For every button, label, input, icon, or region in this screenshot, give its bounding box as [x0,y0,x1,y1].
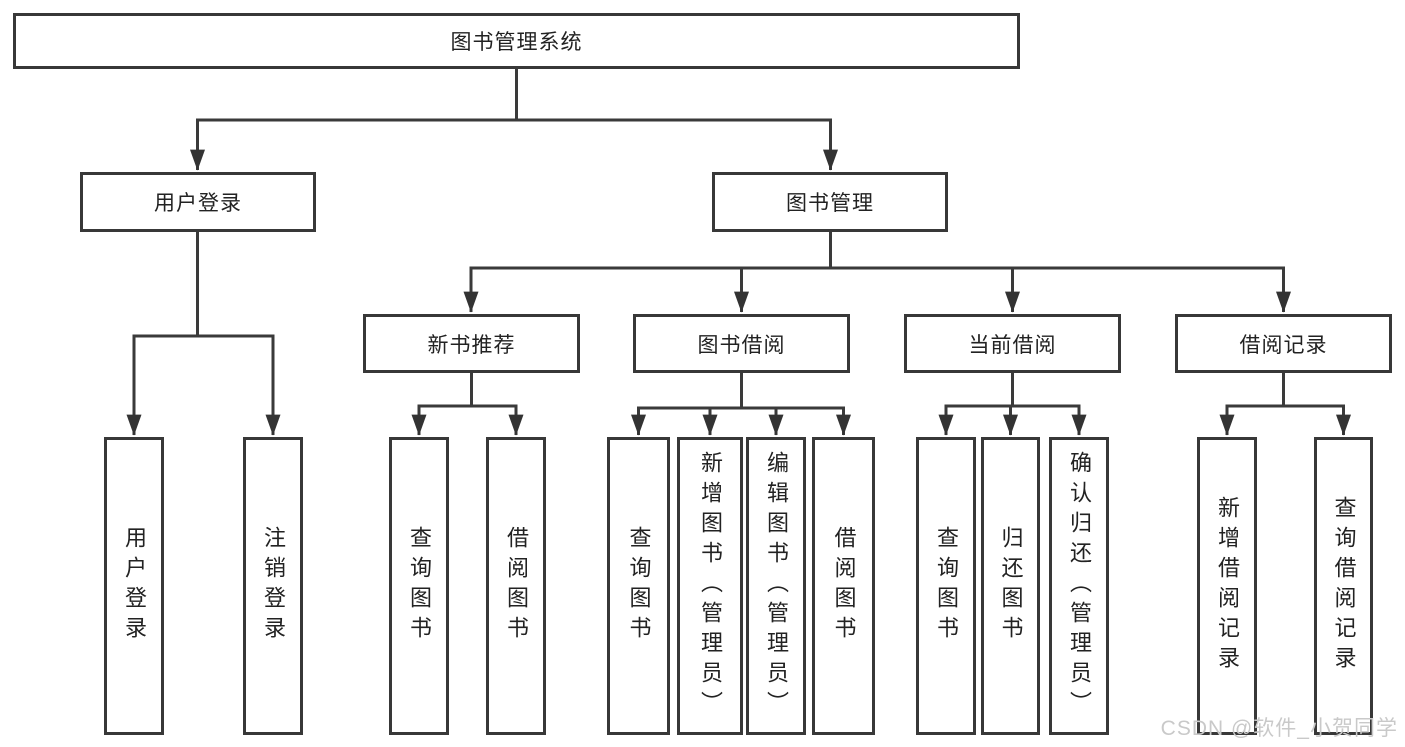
node-leaf-cb-return-book: 归还图书 [981,437,1040,735]
node-leaf-br-add-record-label: 新增借阅记录 [1215,496,1240,676]
connector-rec-to-leaves [411,373,524,436]
node-leaf-br-query-record: 查询借阅记录 [1314,437,1373,735]
connector-login-to-leaves [126,232,281,436]
node-leaf-cb-return-book-label: 归还图书 [998,526,1024,646]
node-leaf-bb-edit-book-admin-label: 编辑图书（管理员） [764,451,789,721]
node-leaf-rec-borrow-book: 借阅图书 [486,437,546,735]
node-leaf-user-login: 用户登录 [104,437,164,735]
node-leaf-logout-label: 注销登录 [261,526,286,646]
node-user-login: 用户登录 [80,172,316,232]
node-root-label: 图书管理系统 [450,31,583,54]
connector-current-to-leaves [938,373,1087,436]
connector-borrow-to-leaves [631,373,851,436]
node-leaf-bb-query-book-label: 查询图书 [626,526,652,646]
node-user-login-label: 用户登录 [154,192,242,215]
node-leaf-rec-query-book: 查询图书 [389,437,449,735]
node-leaf-user-login-label: 用户登录 [122,526,147,646]
node-leaf-rec-query-book-label: 查询图书 [407,526,432,646]
node-book-borrowing-label: 图书借阅 [697,333,786,357]
node-borrowing-records: 借阅记录 [1175,314,1392,373]
node-book-management: 图书管理 [712,172,948,232]
node-leaf-bb-add-book-admin: 新增图书（管理员） [677,437,743,735]
node-leaf-bb-edit-book-admin: 编辑图书（管理员） [746,437,806,735]
node-book-management-label: 图书管理 [786,192,874,215]
node-leaf-bb-borrow-book: 借阅图书 [812,437,875,735]
node-book-borrowing: 图书借阅 [633,314,850,373]
csdn-watermark: CSDN @软件_小贺同学 [1160,717,1398,740]
node-leaf-br-query-record-label: 查询借阅记录 [1331,496,1357,676]
node-leaf-cb-query-book-label: 查询图书 [934,526,959,646]
connector-mgmt-to-level3 [463,232,1291,313]
node-leaf-cb-confirm-return-admin: 确认归还（管理员） [1049,437,1109,735]
node-new-book-recommend: 新书推荐 [363,314,580,373]
node-leaf-bb-query-book: 查询图书 [607,437,670,735]
node-leaf-bb-add-book-admin-label: 新增图书（管理员） [698,451,723,721]
node-current-borrowing: 当前借阅 [904,314,1121,373]
node-leaf-br-add-record: 新增借阅记录 [1197,437,1257,735]
node-root: 图书管理系统 [13,13,1020,69]
node-current-borrowing-label: 当前借阅 [968,333,1057,357]
connector-records-to-leaves [1219,373,1351,436]
node-borrowing-records-label: 借阅记录 [1239,333,1328,357]
node-leaf-logout: 注销登录 [243,437,303,735]
connector-root-to-level2 [190,69,838,171]
node-leaf-rec-borrow-book-label: 借阅图书 [504,526,529,646]
node-leaf-cb-query-book: 查询图书 [916,437,976,735]
node-leaf-bb-borrow-book-label: 借阅图书 [831,526,857,646]
node-leaf-cb-confirm-return-admin-label: 确认归还（管理员） [1067,451,1092,721]
node-new-book-recommend-label: 新书推荐 [427,333,516,357]
